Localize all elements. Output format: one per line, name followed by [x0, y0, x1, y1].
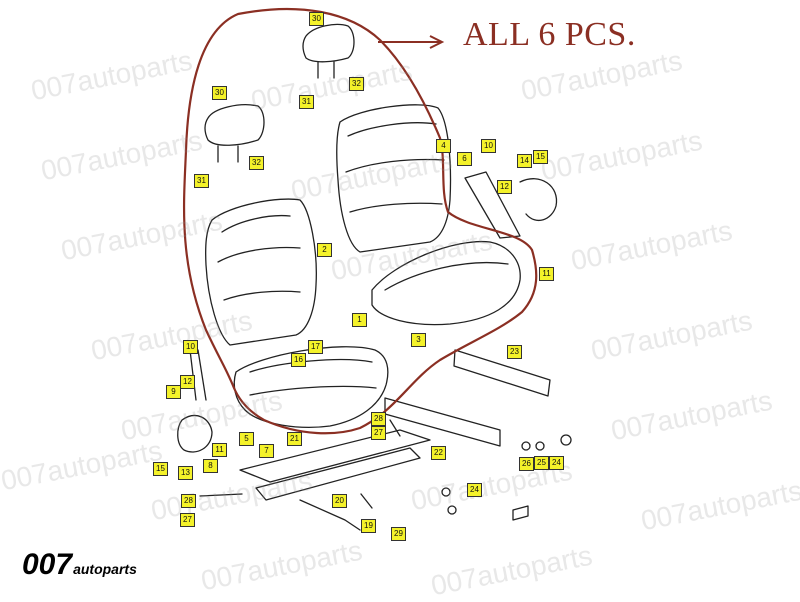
part-tag: 25 — [534, 456, 549, 470]
part-tag: 5 — [239, 432, 254, 446]
part-tag: 14 — [517, 154, 532, 168]
part-tag: 24 — [467, 483, 482, 497]
part-tag: 8 — [203, 459, 218, 473]
part-tag: 10 — [183, 340, 198, 354]
part-tag: 31 — [194, 174, 209, 188]
highlight-outline — [182, 7, 538, 435]
part-tag: 29 — [391, 527, 406, 541]
part-tag: 22 — [431, 446, 446, 460]
part-tag: 23 — [507, 345, 522, 359]
callout-arrow — [378, 35, 445, 49]
part-tag: 27 — [180, 513, 195, 527]
part-tag: 12 — [497, 180, 512, 194]
part-tag: 15 — [153, 462, 168, 476]
part-tag: 4 — [436, 139, 451, 153]
brand-number: 007 — [22, 548, 73, 581]
part-tag: 26 — [519, 457, 534, 471]
part-tag: 32 — [349, 77, 364, 91]
part-tag: 32 — [249, 156, 264, 170]
part-tag: 6 — [457, 152, 472, 166]
callout-text: ALL 6 PCS. — [463, 16, 636, 53]
part-tag: 15 — [533, 150, 548, 164]
part-tag: 28 — [181, 494, 196, 508]
part-tag: 24 — [549, 456, 564, 470]
part-tag: 2 — [317, 243, 332, 257]
part-tag: 30 — [309, 12, 324, 26]
part-tag: 3 — [411, 333, 426, 347]
part-tag: 16 — [291, 353, 306, 367]
part-tag: 10 — [481, 139, 496, 153]
part-tag: 20 — [332, 494, 347, 508]
part-tag: 30 — [212, 86, 227, 100]
part-tag: 27 — [371, 426, 386, 440]
brand-logo: 007autoparts — [22, 548, 137, 582]
part-tag: 12 — [180, 375, 195, 389]
part-tag: 9 — [166, 385, 181, 399]
part-tag: 11 — [539, 267, 554, 281]
part-tag: 31 — [299, 95, 314, 109]
part-tag: 1 — [352, 313, 367, 327]
part-tag: 21 — [287, 432, 302, 446]
part-tag: 19 — [361, 519, 376, 533]
part-tag: 11 — [212, 443, 227, 457]
part-tag: 7 — [259, 444, 274, 458]
brand-word: autoparts — [73, 561, 137, 577]
part-tag: 13 — [178, 466, 193, 480]
part-tag: 28 — [371, 412, 386, 426]
part-tag: 17 — [308, 340, 323, 354]
